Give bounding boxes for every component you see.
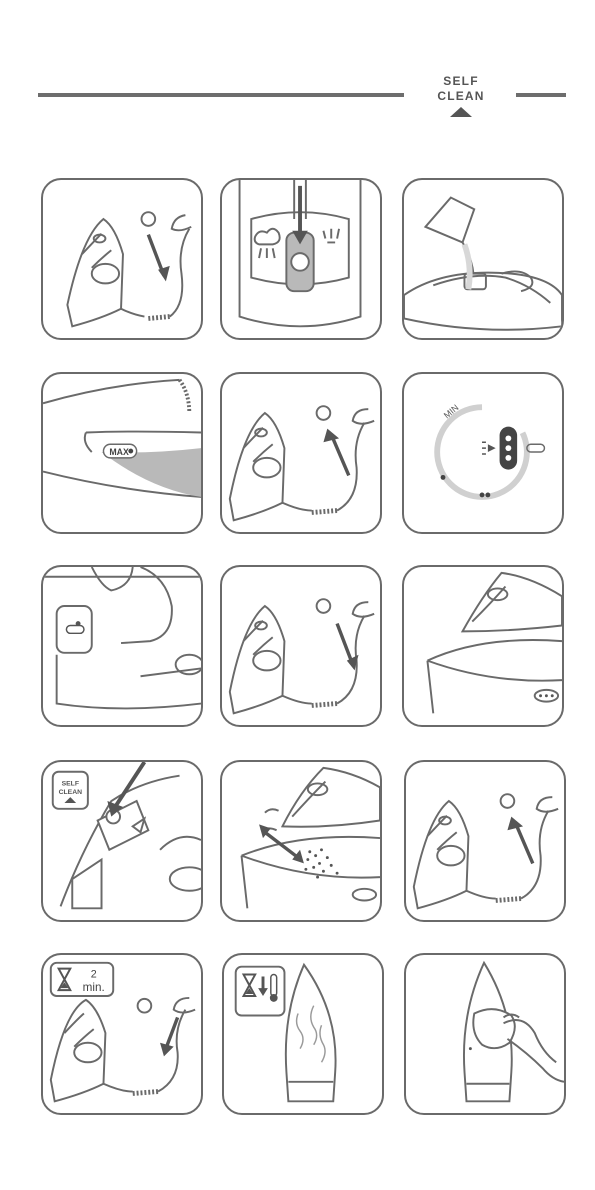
self-clean-line1: SELF	[424, 74, 498, 89]
max-label: MAX	[109, 447, 129, 457]
step-5-unplug-panel	[220, 372, 382, 534]
step-13-wait-timer-panel: 2 min.	[41, 953, 203, 1115]
temperature-dial-icon: MIN	[404, 374, 562, 532]
unplug-icon	[406, 762, 564, 920]
step-3-fill-water-panel	[402, 178, 564, 340]
light-indicator-icon	[43, 567, 201, 725]
plug-in-icon	[222, 567, 380, 725]
self-clean-button-icon: SELF CLEAN	[43, 762, 201, 920]
step-1-plug-in-panel	[41, 178, 203, 340]
step-10-self-clean-button-panel: SELF CLEAN	[41, 760, 203, 922]
steam-selector-icon	[222, 180, 380, 338]
max-level-icon: MAX	[43, 374, 201, 532]
cool-down-icon	[224, 955, 382, 1113]
timer-value: 2	[91, 968, 97, 980]
plug-in-icon	[43, 180, 201, 338]
wait-timer-icon: 2 min.	[43, 955, 201, 1113]
shake-iron-icon	[222, 762, 380, 920]
self-clean-triangle-icon	[450, 107, 472, 117]
step-2-steam-selector-panel	[220, 178, 382, 340]
fill-water-icon	[404, 180, 562, 338]
unplug-icon	[222, 374, 380, 532]
badge-self: SELF	[62, 780, 79, 787]
self-clean-line2: CLEAN	[424, 89, 498, 104]
step-6-temperature-dial-panel: MIN	[402, 372, 564, 534]
timer-unit: min.	[83, 981, 105, 994]
badge-clean: CLEAN	[59, 789, 83, 796]
step-4-max-level-panel: MAX	[41, 372, 203, 534]
step-9-iron-over-sink-panel	[402, 565, 564, 727]
header-rule-left	[38, 93, 404, 97]
header-rule-right	[516, 93, 566, 97]
step-12-unplug-panel	[404, 760, 566, 922]
wipe-soleplate-icon	[406, 955, 564, 1113]
step-7-light-indicator-panel	[41, 565, 203, 727]
self-clean-label: SELF CLEAN	[424, 74, 498, 117]
step-15-wipe-soleplate-panel	[404, 953, 566, 1115]
step-8-plug-in-panel	[220, 565, 382, 727]
iron-over-sink-icon	[404, 567, 562, 725]
step-11-shake-iron-panel	[220, 760, 382, 922]
step-14-cool-down-panel	[222, 953, 384, 1115]
